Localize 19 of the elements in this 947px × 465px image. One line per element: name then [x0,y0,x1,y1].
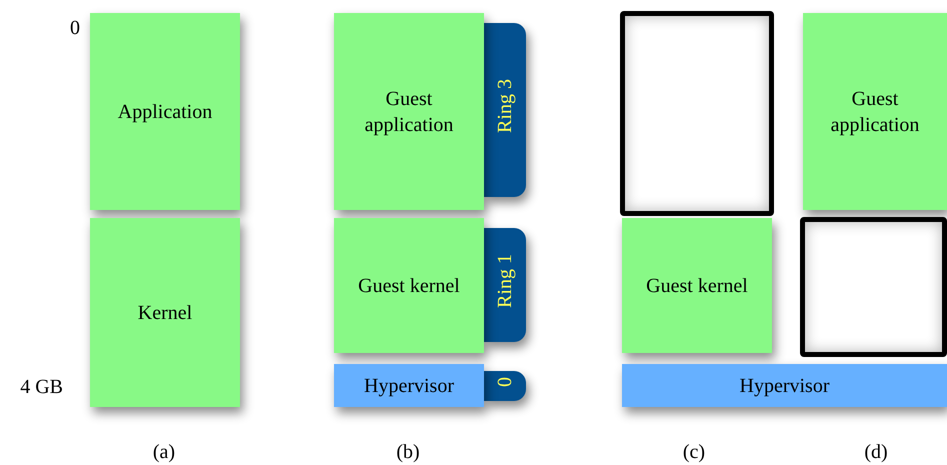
memory-region-box: Guest kernel [622,218,772,353]
hypervisor-box: Hypervisor [622,364,947,407]
panel-label: (d) [863,440,889,464]
memory-region-box: Kernel [90,218,240,407]
memory-region-box: Application [90,13,240,210]
ring-tab: 0 [484,371,526,401]
empty-region-box [620,11,774,216]
ring-tab: Ring 1 [484,228,526,342]
memory-region-box: Guest application [334,13,484,210]
panel-label: (a) [152,440,176,464]
hypervisor-box: Hypervisor [334,364,484,407]
memory-region-box: Guest application [803,13,947,210]
panel-label: (c) [682,440,706,464]
ring-tab: Ring 3 [484,23,526,197]
panel-label: (b) [395,440,421,464]
empty-region-box [800,217,947,357]
address-label: 0 [69,16,80,40]
address-label: 4 GB [19,375,63,399]
memory-region-box: Guest kernel [334,218,484,353]
